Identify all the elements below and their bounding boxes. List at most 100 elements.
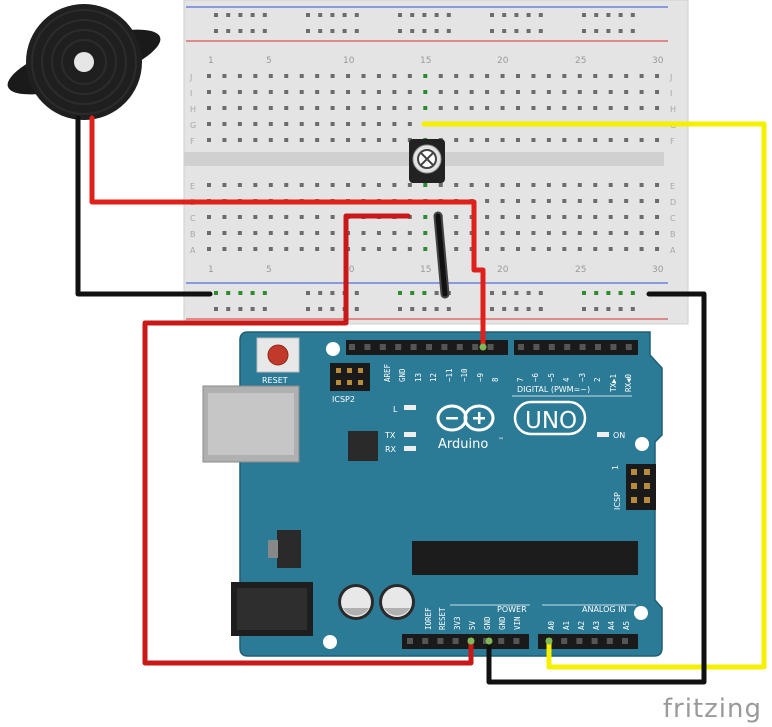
header-pin — [591, 638, 598, 644]
breadboard-hole — [469, 138, 474, 142]
breadboard-hole — [253, 183, 258, 187]
pin-label-gnd-1: GND — [483, 616, 492, 630]
row-letter-f-right: F — [670, 137, 675, 146]
row-letter-b-right: B — [670, 230, 676, 239]
led-tx — [404, 432, 416, 437]
breadboard-hole — [469, 106, 474, 110]
breadboard-hole — [446, 307, 451, 311]
mounting-hole — [634, 606, 648, 620]
breadboard-hole — [361, 247, 366, 251]
breadboard-hole — [502, 307, 507, 311]
breadboard-hole — [577, 90, 582, 94]
pin-label-3: ~3 — [578, 373, 587, 382]
breadboard-hole — [222, 90, 227, 94]
breadboard-hole — [361, 138, 366, 142]
breadboard-hole — [423, 106, 428, 110]
breadboard-hole — [330, 215, 335, 219]
breadboard-hole — [485, 106, 490, 110]
breadboard-hole — [608, 106, 613, 110]
breadboard-hole — [306, 13, 310, 17]
breadboard-hole — [238, 13, 243, 17]
breadboard-hole — [514, 291, 519, 295]
breadboard-hole — [562, 90, 567, 94]
icsp-pin1-label: 1 — [611, 465, 620, 470]
breadboard-hole — [538, 29, 543, 33]
wire-signal-a0 — [421, 121, 767, 670]
breadboard-hole — [346, 106, 351, 110]
pin-label-tx1: TX▶1 — [609, 374, 618, 392]
row-letter-f: F — [190, 137, 195, 146]
breadboard-hole — [577, 138, 582, 142]
reset-button-cap[interactable] — [267, 344, 289, 366]
breadboard-hole — [299, 74, 304, 78]
breadboard-hole — [253, 106, 258, 110]
breadboard-hole — [606, 307, 611, 311]
breadboard-hole — [434, 13, 439, 17]
breadboard-hole — [618, 29, 623, 33]
breadboard-hole — [594, 291, 599, 295]
breadboard-hole — [594, 29, 599, 33]
breadboard-hole — [577, 247, 582, 251]
breadboard-hole — [593, 231, 598, 235]
breadboard-hole — [639, 106, 644, 110]
voltage-regulator — [277, 530, 301, 568]
breadboard-hole — [514, 13, 519, 17]
breadboard-hole — [639, 183, 644, 187]
breadboard-hole — [392, 74, 397, 78]
breadboard-hole — [608, 215, 613, 219]
breadboard-hole — [207, 74, 211, 78]
breadboard-hole — [606, 13, 611, 17]
breadboard-hole — [253, 74, 258, 78]
uno-text: UNO — [525, 408, 577, 434]
breadboard-hole — [630, 291, 635, 295]
breadboard-hole — [330, 122, 335, 126]
breadboard-hole — [376, 90, 381, 94]
breadboard-hole — [516, 215, 520, 219]
breadboard-hole — [538, 291, 543, 295]
header-pin — [576, 638, 583, 644]
arduino-brand-text: Arduino — [438, 437, 488, 452]
led-rx-label: RX — [385, 445, 397, 454]
breadboard-hole — [330, 183, 335, 187]
breadboard-hole — [618, 13, 623, 17]
row-letter-h: H — [190, 105, 196, 114]
breadboard-hole — [207, 122, 211, 126]
breadboard-hole — [330, 307, 335, 311]
breadboard-hole — [562, 138, 567, 142]
breadboard-hole — [284, 90, 289, 94]
breadboard-hole — [237, 138, 242, 142]
breadboard-hole — [262, 307, 267, 311]
breadboard-hole — [423, 247, 428, 251]
breadboard-hole — [346, 90, 351, 94]
breadboard-hole — [593, 199, 598, 203]
breadboard-hole — [500, 183, 505, 187]
breadboard-hole — [306, 291, 310, 295]
col-num-15-bottom: 15 — [420, 265, 431, 275]
row-letter-c: C — [190, 214, 196, 223]
breadboard-hole — [639, 138, 644, 142]
breadboard-hole — [222, 215, 227, 219]
breadboard-hole — [655, 106, 660, 110]
header-pin — [625, 344, 632, 350]
analog-in-label: ANALOG IN — [582, 605, 627, 614]
piezo-buzzer — [7, 4, 161, 120]
header-pin — [595, 344, 601, 350]
pin-label-10: ~10 — [460, 368, 469, 382]
breadboard-hole — [284, 138, 289, 142]
breadboard-hole — [315, 122, 320, 126]
breadboard-hole — [253, 138, 258, 142]
breadboard-hole — [438, 90, 443, 94]
breadboard-hole — [438, 183, 443, 187]
trimmer-potentiometer — [409, 139, 445, 183]
breadboard-hole — [531, 90, 536, 94]
breadboard-hole — [500, 231, 505, 235]
uno-badge — [513, 400, 587, 436]
header-pin — [452, 638, 459, 644]
breadboard-hole — [516, 74, 520, 78]
breadboard-hole — [438, 106, 443, 110]
breadboard-hole — [639, 247, 644, 251]
breadboard-hole — [207, 106, 211, 110]
breadboard-hole — [655, 247, 660, 251]
breadboard-hole — [238, 291, 243, 295]
breadboard-hole — [253, 122, 258, 126]
